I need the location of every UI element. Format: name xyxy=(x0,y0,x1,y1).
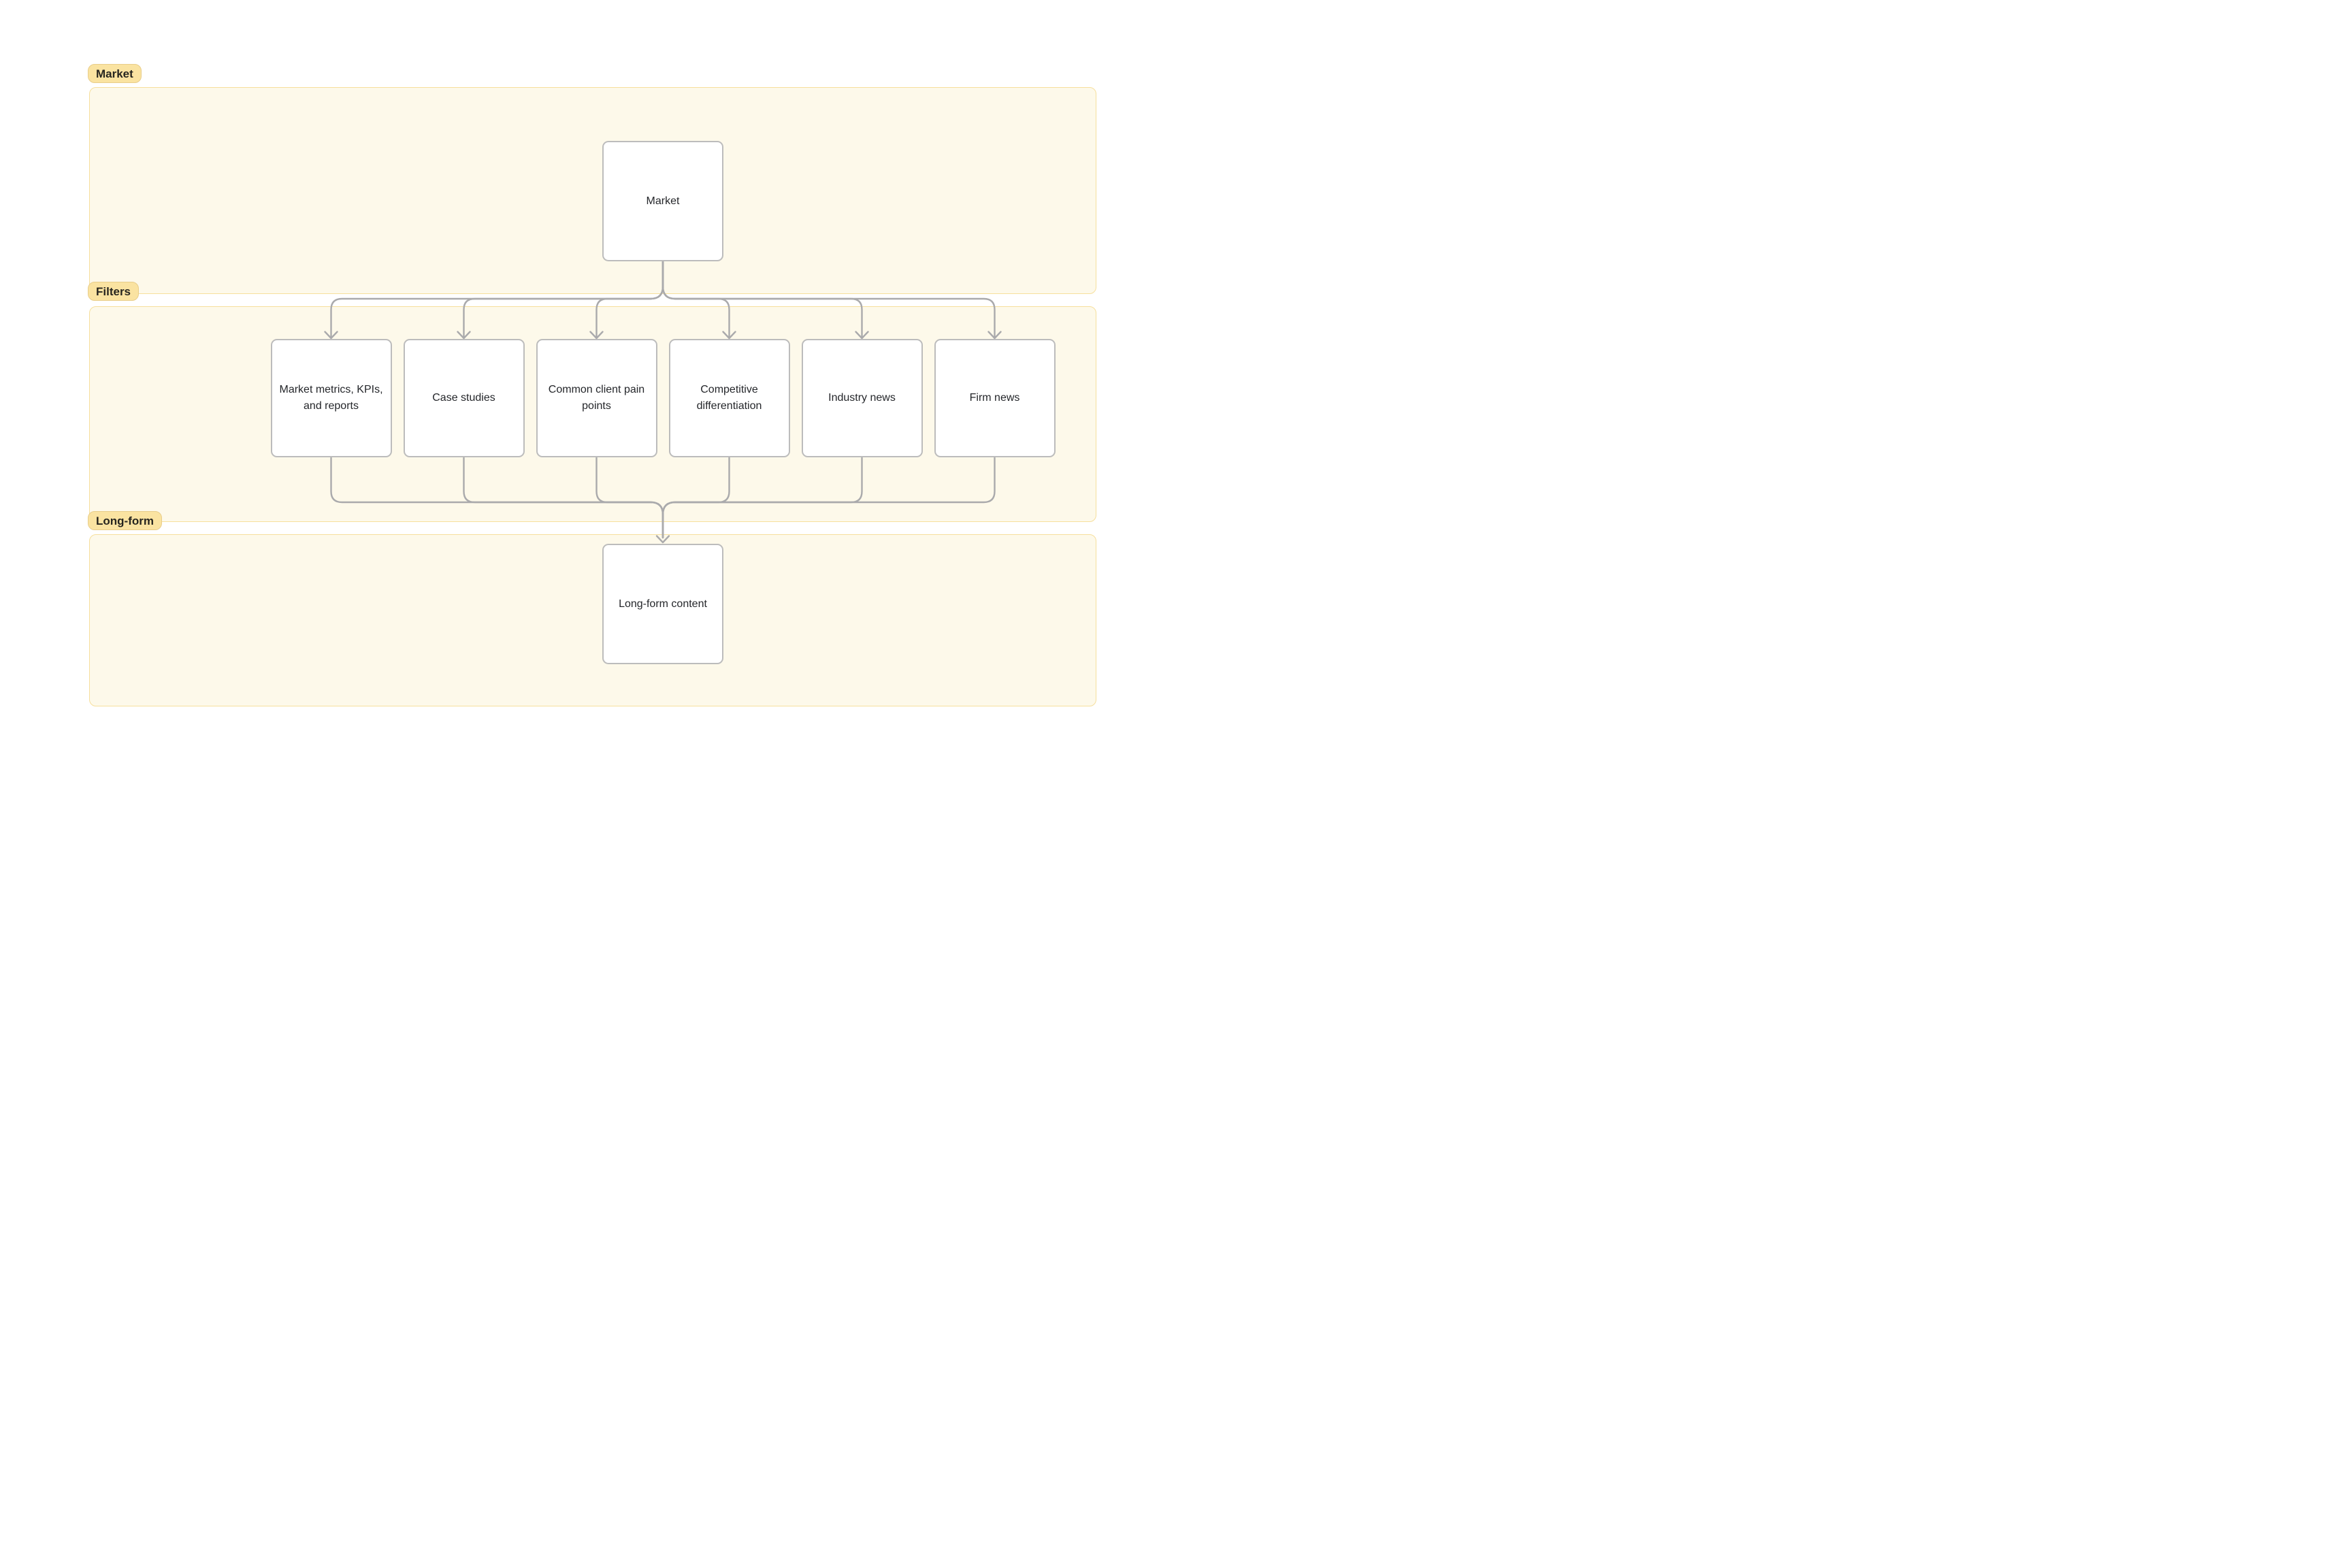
node-competitive-differentiation-label: Competitive differentiation xyxy=(696,384,762,412)
edge-market-to-filter-6 xyxy=(662,260,1002,340)
edge-filter-5-to-longform xyxy=(662,456,863,539)
node-market-metrics-label: Market metrics, KPIs, and reports xyxy=(279,384,383,412)
node-firm-news[interactable]: Firm news xyxy=(934,339,1056,457)
edge-filter-2-to-longform xyxy=(463,456,664,539)
edge-filter-1-to-longform xyxy=(330,456,664,539)
edge-market-to-filter-5 xyxy=(662,260,869,340)
market-section xyxy=(89,87,1096,294)
node-longform-content-label: Long-form content xyxy=(619,598,707,610)
longform-section xyxy=(89,534,1096,706)
node-case-studies-label: Case studies xyxy=(432,392,495,404)
node-firm-news-label: Firm news xyxy=(969,392,1020,404)
arrowhead-longform xyxy=(655,535,670,544)
edges-layer xyxy=(324,260,1002,544)
node-longform-content[interactable]: Long-form content xyxy=(602,544,723,664)
edge-market-to-filter-4 xyxy=(662,260,736,340)
edge-filter-3-to-longform xyxy=(595,456,664,539)
longform-section-badge: Long-form xyxy=(88,511,162,530)
market-section-badge: Market xyxy=(88,64,142,83)
node-market-label: Market xyxy=(646,195,680,207)
edge-filter-4-to-longform xyxy=(662,456,730,539)
node-client-pain-points-label: Common client pain points xyxy=(548,384,645,412)
node-industry-news[interactable]: Industry news xyxy=(801,339,923,457)
node-market[interactable]: Market xyxy=(602,141,723,261)
edge-filter-6-to-longform xyxy=(662,456,996,539)
edge-market-to-filter-1 xyxy=(324,260,664,340)
edge-market-to-filter-3 xyxy=(589,260,664,340)
edge-market-to-filter-2 xyxy=(457,260,664,340)
node-industry-news-label: Industry news xyxy=(828,392,896,404)
node-competitive-differentiation[interactable]: Competitive differentiation xyxy=(668,339,790,457)
flowchart-canvas: Market Filters Long-form Market Market m… xyxy=(0,0,1176,784)
node-client-pain-points[interactable]: Common client pain points xyxy=(536,339,657,457)
node-market-metrics[interactable]: Market metrics, KPIs, and reports xyxy=(270,339,392,457)
node-case-studies[interactable]: Case studies xyxy=(403,339,525,457)
filters-section-badge: Filters xyxy=(88,282,140,301)
